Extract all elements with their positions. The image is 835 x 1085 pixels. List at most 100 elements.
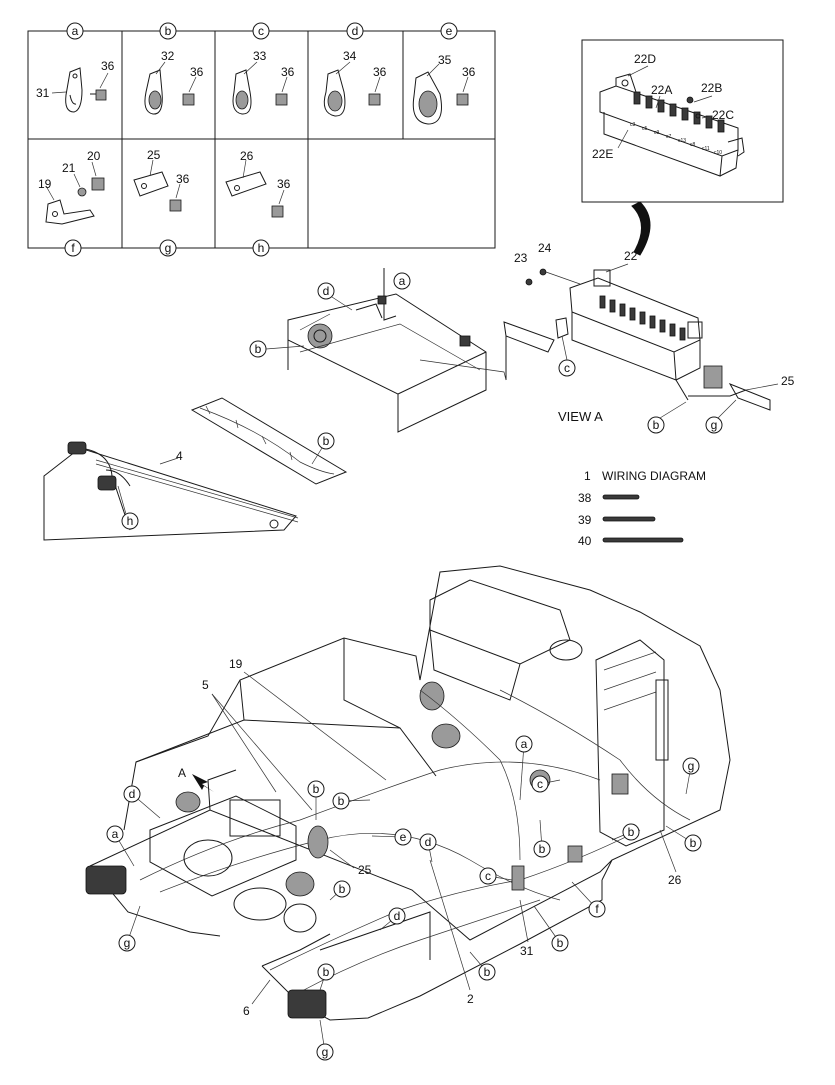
filter-icon bbox=[419, 681, 445, 711]
plate-icon bbox=[133, 171, 169, 197]
clip-ref-circle bbox=[533, 840, 551, 858]
legend: 1 WIRING DIAGRAM 38 39 40 bbox=[578, 469, 706, 548]
fuse-icon bbox=[705, 115, 713, 129]
panel-letter-circle bbox=[159, 22, 177, 40]
clip-ref: g bbox=[688, 759, 695, 773]
clip-ref: d bbox=[394, 909, 401, 923]
panel-letter: e bbox=[446, 24, 453, 38]
bolt-icon bbox=[275, 93, 288, 106]
clip-ref: b bbox=[628, 825, 635, 839]
bolt-icon bbox=[91, 177, 105, 191]
fuse-icon bbox=[681, 107, 689, 121]
work-light-icon bbox=[97, 475, 117, 491]
detail-label: 22B bbox=[701, 81, 722, 95]
clip-ref: g bbox=[322, 1045, 329, 1059]
fuse-icon bbox=[639, 311, 646, 325]
part-number: 35 bbox=[438, 53, 452, 67]
cable-tie-icon bbox=[602, 537, 684, 543]
clip-ref: b bbox=[539, 842, 546, 856]
clamp-icon bbox=[412, 71, 442, 125]
part-number: 32 bbox=[161, 49, 175, 63]
view-a-assembly: 23 24 22 25 c b g VIEW A bbox=[503, 241, 795, 434]
relay-icon bbox=[567, 845, 583, 863]
bolt-icon bbox=[90, 89, 107, 101]
clip-ref: a bbox=[112, 827, 119, 841]
clip-ref: b bbox=[255, 342, 262, 356]
leader-line bbox=[519, 743, 525, 801]
fuse-mark: c5 bbox=[642, 126, 648, 132]
clip-ref-circle bbox=[123, 785, 141, 803]
fuse-icon bbox=[649, 315, 656, 329]
clip-ref: a bbox=[399, 274, 406, 288]
clip-ref: f bbox=[595, 902, 599, 916]
clip-ref-circle bbox=[332, 792, 350, 810]
clip-ref-circle bbox=[515, 735, 533, 753]
part-number: 33 bbox=[253, 49, 267, 63]
panel-letter: f bbox=[71, 241, 75, 255]
part-label: 4 bbox=[176, 449, 183, 463]
part-label: 6 bbox=[243, 1004, 250, 1018]
part-number: 36 bbox=[277, 177, 291, 191]
clip-ref-circle bbox=[682, 757, 700, 775]
clip-ref: b bbox=[339, 882, 346, 896]
clip-ref-circle bbox=[531, 775, 549, 793]
clip-ref-circle bbox=[419, 833, 437, 851]
horn-icon bbox=[175, 791, 201, 813]
clip-ref-circle bbox=[478, 963, 496, 981]
view-label: 25 bbox=[781, 374, 795, 388]
legend-num: 38 bbox=[578, 491, 592, 505]
clip-ref: b bbox=[338, 794, 345, 808]
part-number: 26 bbox=[240, 149, 254, 163]
screw-icon bbox=[686, 96, 694, 104]
panel-letter-circle bbox=[440, 22, 458, 40]
panel-letter: h bbox=[258, 241, 265, 255]
work-light-icon bbox=[287, 989, 327, 1019]
clip-ref-circle bbox=[333, 880, 351, 898]
panel-letter-circle bbox=[252, 239, 270, 257]
view-label: 23 bbox=[514, 251, 528, 265]
clip-ref-circle bbox=[394, 828, 412, 846]
part-number: 19 bbox=[38, 177, 52, 191]
clip-ref: a bbox=[521, 737, 528, 751]
part-number: 25 bbox=[147, 148, 161, 162]
view-arrow bbox=[192, 774, 214, 792]
fuse-icon bbox=[619, 303, 626, 317]
fuse-icon bbox=[609, 299, 616, 313]
part-number: 36 bbox=[281, 65, 295, 79]
part-label: 5 bbox=[202, 678, 209, 692]
fuse-icon bbox=[657, 99, 665, 113]
panel-letter-circle bbox=[159, 239, 177, 257]
bolt-icon bbox=[456, 93, 469, 106]
fuse-icon bbox=[659, 319, 666, 333]
fuse-mark: c13 bbox=[678, 138, 686, 144]
fuse-icon bbox=[599, 295, 606, 309]
legend-text: WIRING DIAGRAM bbox=[602, 469, 706, 483]
parts-grid bbox=[27, 30, 496, 249]
clip-ref-circle bbox=[388, 907, 406, 925]
pointer-arrow bbox=[631, 201, 651, 256]
part-label: A bbox=[178, 766, 186, 780]
panel-letter-circle bbox=[66, 22, 84, 40]
part-number: 34 bbox=[343, 49, 357, 63]
panel-letter: c bbox=[258, 24, 264, 38]
fuse-mark: c9 bbox=[654, 130, 660, 136]
part-label: 25 bbox=[358, 863, 372, 877]
panel-letter: b bbox=[165, 24, 172, 38]
cable-tie-icon bbox=[602, 494, 640, 500]
part-number: 21 bbox=[62, 161, 76, 175]
part-number: 36 bbox=[101, 59, 115, 73]
part-label: 31 bbox=[520, 944, 534, 958]
fuse-mark: c3 bbox=[630, 122, 636, 128]
clamp-icon bbox=[323, 69, 346, 117]
fuse-icon bbox=[669, 103, 677, 117]
clip-ref: b bbox=[323, 434, 330, 448]
clip-ref: c bbox=[537, 777, 543, 791]
fuse-mark: c11 bbox=[702, 146, 710, 152]
reel-icon bbox=[307, 825, 329, 859]
clip-ref-circle bbox=[622, 823, 640, 841]
bracket-icon bbox=[45, 199, 95, 225]
clip-ref: b bbox=[557, 936, 564, 950]
legend-num: 40 bbox=[578, 534, 592, 548]
